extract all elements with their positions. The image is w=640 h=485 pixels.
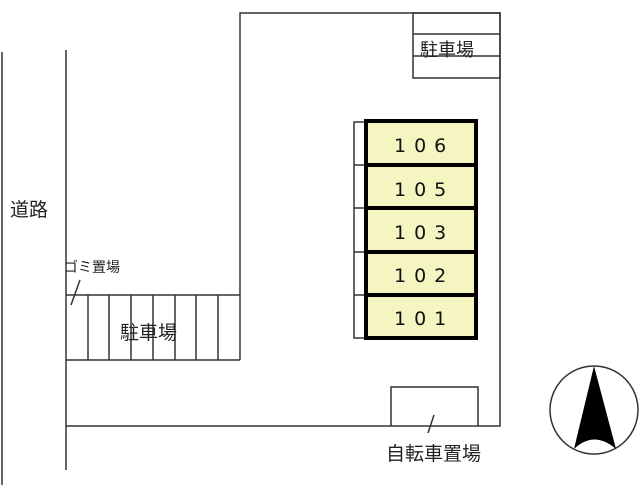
bicycle-leader-line: [427, 414, 435, 434]
garbage-label: ゴミ置場: [64, 259, 120, 276]
bicycle-parking-area: [390, 386, 479, 426]
unit-number: 106: [394, 135, 454, 157]
parking-top-label: 駐車場: [420, 40, 474, 61]
unit-number: 105: [394, 179, 454, 201]
bicycle-label: 自転車置場: [386, 443, 481, 465]
north-arrow-icon: [549, 365, 639, 455]
road-label: 道路: [10, 199, 48, 221]
unit-102[interactable]: 102: [364, 250, 478, 297]
parking-left-area: [66, 294, 241, 361]
unit-number: 102: [394, 265, 454, 287]
unit-number: 103: [394, 222, 454, 244]
unit-101[interactable]: 101: [364, 293, 478, 340]
building: 106 105 103 102 101: [353, 119, 478, 340]
unit-number: 101: [394, 308, 454, 330]
parking-left-label: 駐車場: [120, 322, 177, 344]
unit-106[interactable]: 106: [364, 119, 478, 167]
unit-105[interactable]: 105: [364, 163, 478, 210]
parking-top-area: [412, 12, 501, 79]
garbage-leader-line: [70, 279, 81, 306]
unit-103[interactable]: 103: [364, 206, 478, 254]
